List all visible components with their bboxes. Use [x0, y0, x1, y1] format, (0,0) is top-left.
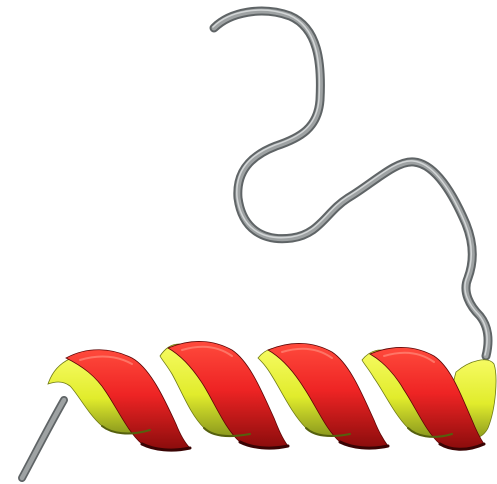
alpha-helix-ribbon	[48, 341, 496, 450]
coil-segment-upper	[213, 10, 488, 356]
coil-segment-lower	[22, 400, 64, 478]
